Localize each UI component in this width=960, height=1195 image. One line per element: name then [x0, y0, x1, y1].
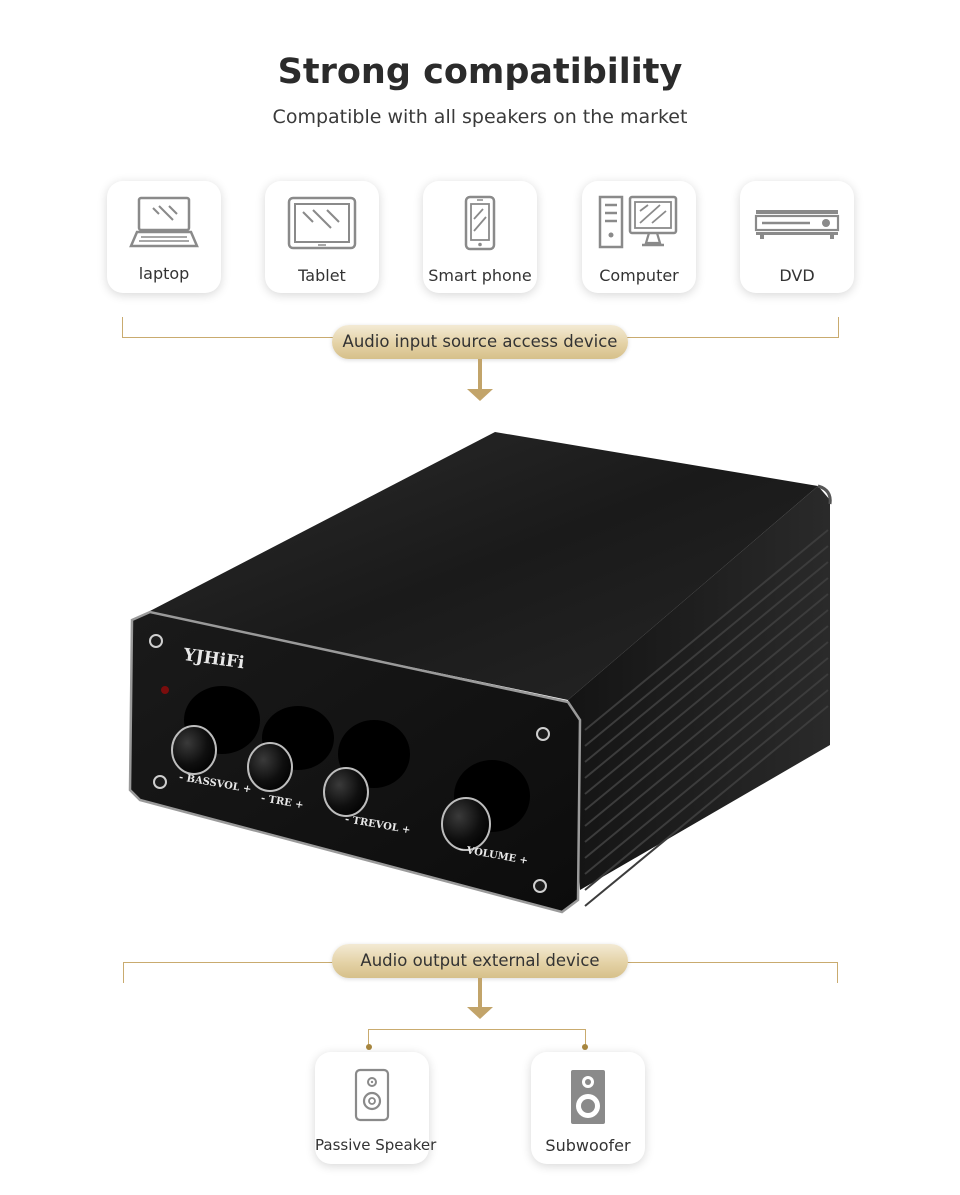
device-card-computer: Computer — [582, 181, 696, 293]
input-arrow-stem — [478, 359, 482, 389]
device-label-smartphone: Smart phone — [428, 266, 532, 285]
device-label-laptop: laptop — [138, 264, 190, 283]
smartphone-icon — [464, 195, 496, 251]
connector-dot-left — [366, 1044, 372, 1050]
laptop-icon — [129, 196, 199, 248]
output-split-connector — [368, 1029, 586, 1046]
device-label-tablet: Tablet — [298, 266, 346, 285]
page-title: Strong compatibility — [277, 52, 683, 92]
input-source-label: Audio input source access device — [332, 325, 628, 359]
page-subtitle: Compatible with all speakers on the mark… — [272, 106, 688, 128]
device-card-dvd: DVD — [740, 181, 854, 293]
device-label-subwoofer: Subwoofer — [545, 1136, 631, 1155]
tablet-icon — [287, 196, 357, 250]
output-arrow-icon — [467, 1007, 493, 1019]
device-card-smartphone: Smart phone — [423, 181, 537, 293]
subwoofer-icon — [571, 1070, 605, 1124]
input-arrow-icon — [467, 389, 493, 401]
output-arrow-stem — [478, 978, 482, 1008]
device-label-computer: Computer — [599, 266, 679, 285]
device-card-passive-speaker: Passive Speaker — [315, 1052, 437, 1164]
computer-icon — [598, 195, 678, 249]
passive-speaker-icon — [354, 1068, 390, 1122]
device-label-dvd: DVD — [779, 266, 815, 285]
connector-dot-right — [582, 1044, 588, 1050]
device-card-laptop: laptop — [107, 181, 221, 293]
device-label-passive-speaker: Passive Speaker — [315, 1136, 437, 1154]
output-device-label: Audio output external device — [332, 944, 628, 978]
amplifier-device — [128, 432, 832, 914]
device-card-subwoofer: Subwoofer — [531, 1052, 645, 1164]
dvd-player-icon — [754, 210, 840, 239]
device-card-tablet: Tablet — [265, 181, 379, 293]
